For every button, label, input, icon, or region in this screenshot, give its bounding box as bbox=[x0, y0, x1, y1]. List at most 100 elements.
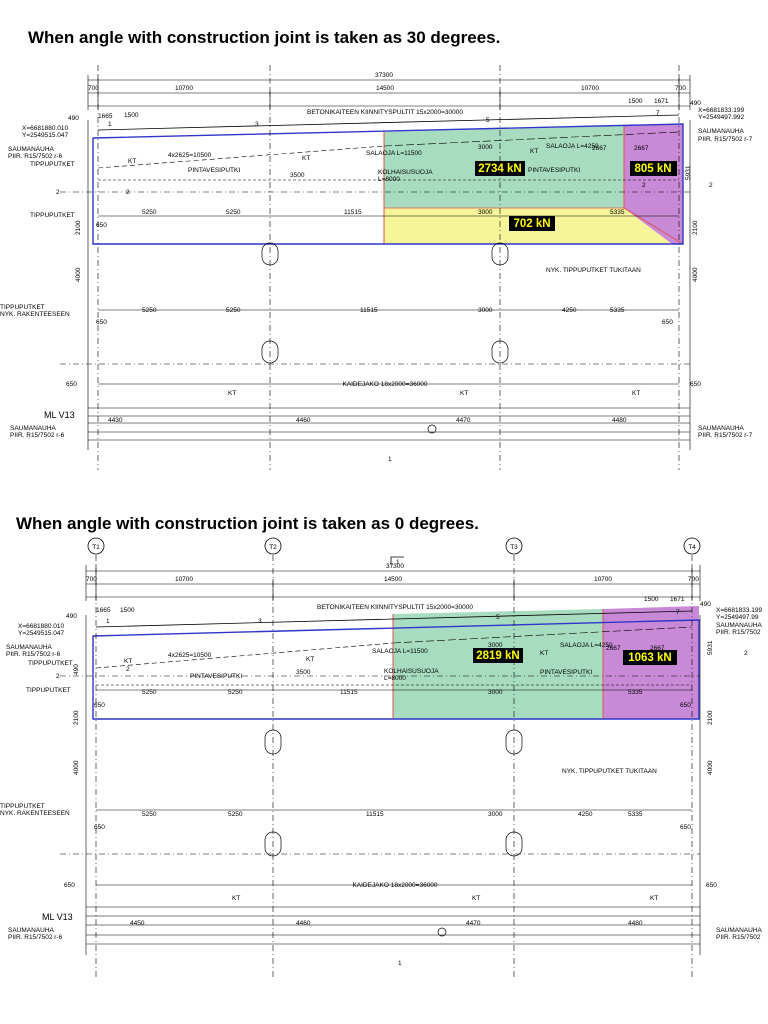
kaidejako-bottom: KAIDEJAKO 18x2000=36000 bbox=[352, 882, 437, 889]
section-marker-1-top: 1 bbox=[396, 559, 400, 566]
kt-bottom-6: KT bbox=[650, 895, 658, 902]
end-dim-right-bottom: 700 bbox=[688, 576, 699, 583]
dim-2100-right-bottom: 2100 bbox=[707, 710, 714, 725]
tippuputket-row-2: TIPPUPUTKET bbox=[0, 304, 45, 311]
nyk-tukitaan-label: NYK. TIPPUPUTKET TUKITAAN bbox=[546, 267, 641, 274]
section-marker-2-left-bottom: 2 bbox=[56, 673, 60, 680]
piir-left-bottom: PIIR. R15/7502 r-6 bbox=[6, 651, 61, 658]
saumanauha-left-bottom: SAUMANAUHA bbox=[6, 644, 53, 651]
dim-4430: 4430 bbox=[108, 417, 123, 424]
section-marker-2-purple: 2 bbox=[642, 182, 646, 189]
point-5: 5 bbox=[486, 117, 490, 124]
dim-4480: 4480 bbox=[612, 417, 627, 424]
ml-v13-label: ML V13 bbox=[44, 410, 75, 420]
nyk-tukitaan-bottom: NYK. TIPPUPUTKET TUKITAAN bbox=[562, 768, 657, 775]
purple-load-area bbox=[624, 124, 683, 244]
dim-11515-b-bottom: 11515 bbox=[366, 811, 384, 818]
small-dim-1665-bottom: 1665 bbox=[96, 607, 111, 614]
kt-label-5: KT bbox=[460, 390, 468, 397]
svg-text:2819 kN: 2819 kN bbox=[476, 650, 519, 662]
dim-5931-bottom: 5931 bbox=[707, 640, 714, 655]
svg-text:702 kN: 702 kN bbox=[513, 218, 550, 230]
end-dim-right: 700 bbox=[675, 85, 686, 92]
kt-bottom-1: KT bbox=[124, 658, 132, 665]
end-dim-left: 700 bbox=[88, 85, 99, 92]
dim-11515-b: 11515 bbox=[360, 307, 378, 314]
dim-650-kaide-right-bottom: 650 bbox=[706, 882, 717, 889]
dim-3000-mid-bottom: 3000 bbox=[488, 689, 503, 696]
load-label-yellow-top: 702 kN bbox=[509, 216, 555, 231]
point-3-bottom: 3 bbox=[258, 618, 262, 625]
kt-label-3: KT bbox=[530, 148, 538, 155]
piir-right: PIIR. R15/7502 r-7 bbox=[698, 136, 753, 143]
dim-4x2625: 4x2625=10500 bbox=[168, 152, 212, 159]
dim-650-low: 650 bbox=[96, 319, 107, 326]
offset-490-right: 490 bbox=[690, 100, 701, 107]
coord-left-y: Y=2549515.047 bbox=[22, 132, 68, 139]
saumanauha-bottom-left-2: SAUMANAUHA bbox=[8, 927, 55, 934]
dim-650-left-bottom: 650 bbox=[94, 702, 105, 709]
section-marker-1-bottom: 1 bbox=[398, 960, 402, 967]
section-marker-2-bottom: 2 bbox=[126, 666, 130, 673]
total-length-dim-bottom: 37300 bbox=[386, 563, 404, 570]
point-5-bottom: 5 bbox=[496, 614, 500, 621]
dim-4250: 4250 bbox=[562, 307, 577, 314]
dim-4450-bottom: 4450 bbox=[130, 920, 145, 927]
nyk-rakenteeseen-bottom: NYK. RAKENTEESEEN bbox=[0, 810, 70, 817]
dim-5335-b-bottom: 5335 bbox=[628, 811, 643, 818]
kt-bottom-3: KT bbox=[540, 650, 548, 657]
span-dim-1-bottom: 10700 bbox=[175, 576, 193, 583]
tippuputket-left-bottom: TIPPUPUTKET bbox=[28, 660, 73, 667]
kolhaisusuoja-bottom: KOLHAISUSUOJA bbox=[384, 668, 439, 675]
dim-490-left-bottom: 490 bbox=[73, 664, 80, 675]
heading-0-degrees: When angle with construction joint is ta… bbox=[16, 514, 479, 533]
point-1-bottom: 1 bbox=[106, 618, 110, 625]
dim-2667-b: 2667 bbox=[634, 145, 649, 152]
tippuputket-left: TIPPUPUTKET bbox=[30, 161, 75, 168]
dim-650-low-right-bottom: 650 bbox=[680, 824, 691, 831]
kt-bottom-5: KT bbox=[472, 895, 480, 902]
dim-5250-a: 5250 bbox=[142, 209, 157, 216]
dim-650-left: 650 bbox=[96, 222, 107, 229]
piir-left: PIIR. R15/7502 r-6 bbox=[8, 153, 63, 160]
point-1: 1 bbox=[108, 121, 112, 128]
piir-right-bottom: PIIR. R15/7502 bbox=[716, 629, 761, 636]
saumanauha-bottom-right-2: SAUMANAUHA bbox=[716, 927, 763, 934]
piir-bottom-left-2: PIIR. R15/7502 r-6 bbox=[8, 934, 63, 941]
load-label-green-bottom: 2819 kN bbox=[473, 648, 523, 663]
kt-label-2: KT bbox=[302, 155, 310, 162]
saumanauha-right: SAUMANAUHA bbox=[698, 128, 745, 135]
span-dim-3: 10700 bbox=[581, 85, 599, 92]
pintavesiputki-label-2: PINTAVESIPUTKI bbox=[528, 167, 580, 174]
dim-4000-right-bottom: 4000 bbox=[707, 760, 714, 775]
dim-5250-b: 5250 bbox=[226, 209, 241, 216]
deck-outline-blue-bottom bbox=[92, 619, 700, 720]
dim-4000-left: 4000 bbox=[75, 267, 82, 282]
dim-4470-bottom: 4470 bbox=[466, 920, 481, 927]
point-7-bottom: 7 bbox=[676, 609, 680, 616]
kt-label-6: KT bbox=[632, 390, 640, 397]
dim-4x2625-bottom: 4x2625=10500 bbox=[168, 652, 212, 659]
span-dim-3-bottom: 10700 bbox=[594, 576, 612, 583]
dim-3000-low-bottom: 3000 bbox=[488, 811, 503, 818]
span-dim-2: 14500 bbox=[376, 85, 394, 92]
dim-3500: 3500 bbox=[290, 172, 305, 179]
svg-text:805 kN: 805 kN bbox=[634, 163, 671, 175]
dim-3000-mid: 3000 bbox=[478, 209, 493, 216]
dim-4460: 4460 bbox=[296, 417, 311, 424]
section-marker-1: 1 bbox=[388, 456, 392, 463]
section-marker-2: 2 bbox=[126, 189, 130, 196]
coord-right-y-bottom: Y=2549497.99 bbox=[716, 614, 759, 621]
small-dim-1665: 1665 bbox=[98, 113, 113, 120]
kt-bottom-4: KT bbox=[232, 895, 240, 902]
anchor-bolt-label-bottom: BETONIKAITEEN KIINNITYSPULTIT 15x2000=30… bbox=[317, 604, 473, 611]
axis-t3: T3 bbox=[510, 544, 518, 551]
pintavesiputki-bottom: PINTAVESIPUTKI bbox=[190, 673, 242, 680]
salaoja-right-bottom: SALAOJA L=4250 bbox=[560, 642, 613, 649]
saumanauha-bottom-left: SAUMANAUHA bbox=[10, 425, 57, 432]
svg-text:1063 kN: 1063 kN bbox=[628, 652, 671, 664]
coord-left-x-bottom: X=6681880.010 bbox=[18, 623, 64, 630]
span-dim-1: 10700 bbox=[175, 85, 193, 92]
dim-2667-a-bottom: 2667 bbox=[606, 645, 621, 652]
dim-2100-left: 2100 bbox=[75, 220, 82, 235]
